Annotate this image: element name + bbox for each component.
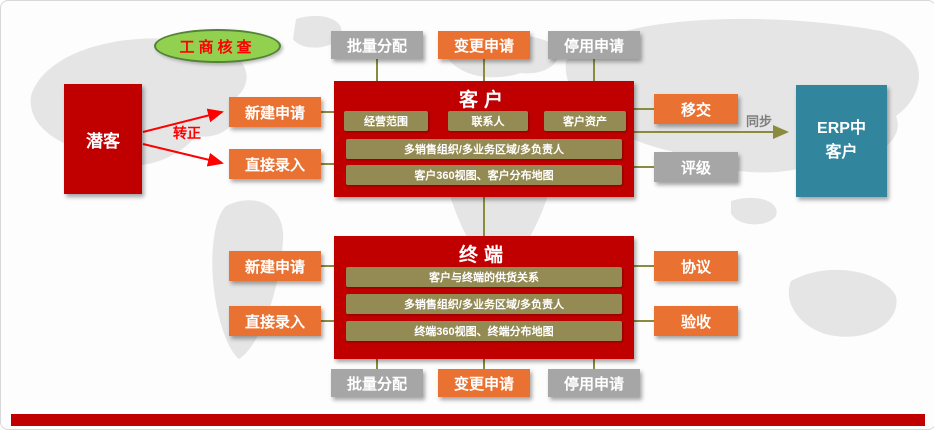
action-direct-entry-terminal: 直接录入: [229, 306, 321, 336]
conversion-arrows: [142, 108, 224, 167]
feature-terminal-360-view: 终端360视图、终端分布地图: [346, 321, 622, 341]
action-new-request-customer: 新建申请: [229, 97, 321, 127]
action-transfer-label: 移交: [680, 101, 711, 119]
action-disable-request-top-label: 停用申请: [563, 37, 624, 55]
feature-business-scope: 经营范围: [344, 111, 428, 131]
action-batch-assign-top: 批量分配: [331, 31, 423, 59]
action-change-request-top: 变更申请: [438, 31, 530, 59]
node-prospect-label: 潜客: [86, 131, 120, 151]
action-transfer: 移交: [654, 94, 738, 124]
node-erp-customer-label: ERP中客户: [817, 120, 866, 161]
action-agreement-label: 协议: [680, 258, 711, 276]
block-terminal-title: 终端: [458, 245, 509, 266]
feature-customer-360-view: 客户360视图、客户分布地图: [346, 165, 622, 185]
action-new-request-terminal: 新建申请: [229, 251, 321, 281]
action-rating: 评级: [654, 152, 738, 182]
feature-customer-assets: 客户资产: [544, 111, 626, 131]
action-change-request-bottom: 变更申请: [438, 369, 530, 397]
action-disable-request-bottom-label: 停用申请: [563, 375, 624, 393]
action-rating-label: 评级: [680, 159, 711, 177]
action-disable-request-top: 停用申请: [548, 31, 640, 59]
bottom-accent-bar: [11, 414, 925, 426]
action-batch-assign-bottom-label: 批量分配: [346, 375, 407, 393]
feature-contacts: 联系人: [448, 111, 528, 131]
action-change-request-top-label: 变更申请: [453, 37, 514, 55]
block-customer-title: 客户: [458, 90, 509, 111]
feature-customer-multi-org: 多销售组织/多业务区域/多负责人: [346, 139, 622, 159]
action-agreement: 协议: [654, 251, 738, 281]
badge-business-check: 工商核查: [154, 29, 281, 63]
node-erp-customer: ERP中客户: [796, 85, 887, 197]
block-customer: 客户 经营范围 联系人 客户资产 多销售组织/多业务区域/多负责人 客户360视…: [334, 81, 634, 197]
feature-supply-relation: 客户与终端的供货关系: [346, 267, 622, 287]
action-batch-assign-bottom: 批量分配: [331, 369, 423, 397]
action-new-request-customer-label: 新建申请: [244, 104, 305, 122]
action-direct-entry-terminal-label: 直接录入: [244, 313, 305, 331]
badge-business-check-label: 工商核查: [179, 38, 256, 56]
action-acceptance: 验收: [654, 306, 738, 336]
action-direct-entry-customer: 直接录入: [229, 149, 321, 179]
block-terminal: 终端 客户与终端的供货关系 多销售组织/多业务区域/多负责人 终端360视图、终…: [334, 236, 634, 359]
connector-lines: [321, 59, 789, 369]
action-new-request-terminal-label: 新建申请: [244, 258, 305, 276]
label-conversion: 转正: [173, 125, 201, 141]
feature-terminal-multi-org: 多销售组织/多业务区域/多负责人: [346, 294, 622, 314]
label-sync: 同步: [745, 114, 772, 129]
action-change-request-bottom-label: 变更申请: [453, 375, 514, 393]
action-batch-assign-top-label: 批量分配: [346, 37, 407, 55]
action-direct-entry-customer-label: 直接录入: [244, 156, 305, 174]
node-prospect: 潜客: [64, 84, 142, 194]
action-acceptance-label: 验收: [680, 313, 711, 331]
action-disable-request-bottom: 停用申请: [548, 369, 640, 397]
